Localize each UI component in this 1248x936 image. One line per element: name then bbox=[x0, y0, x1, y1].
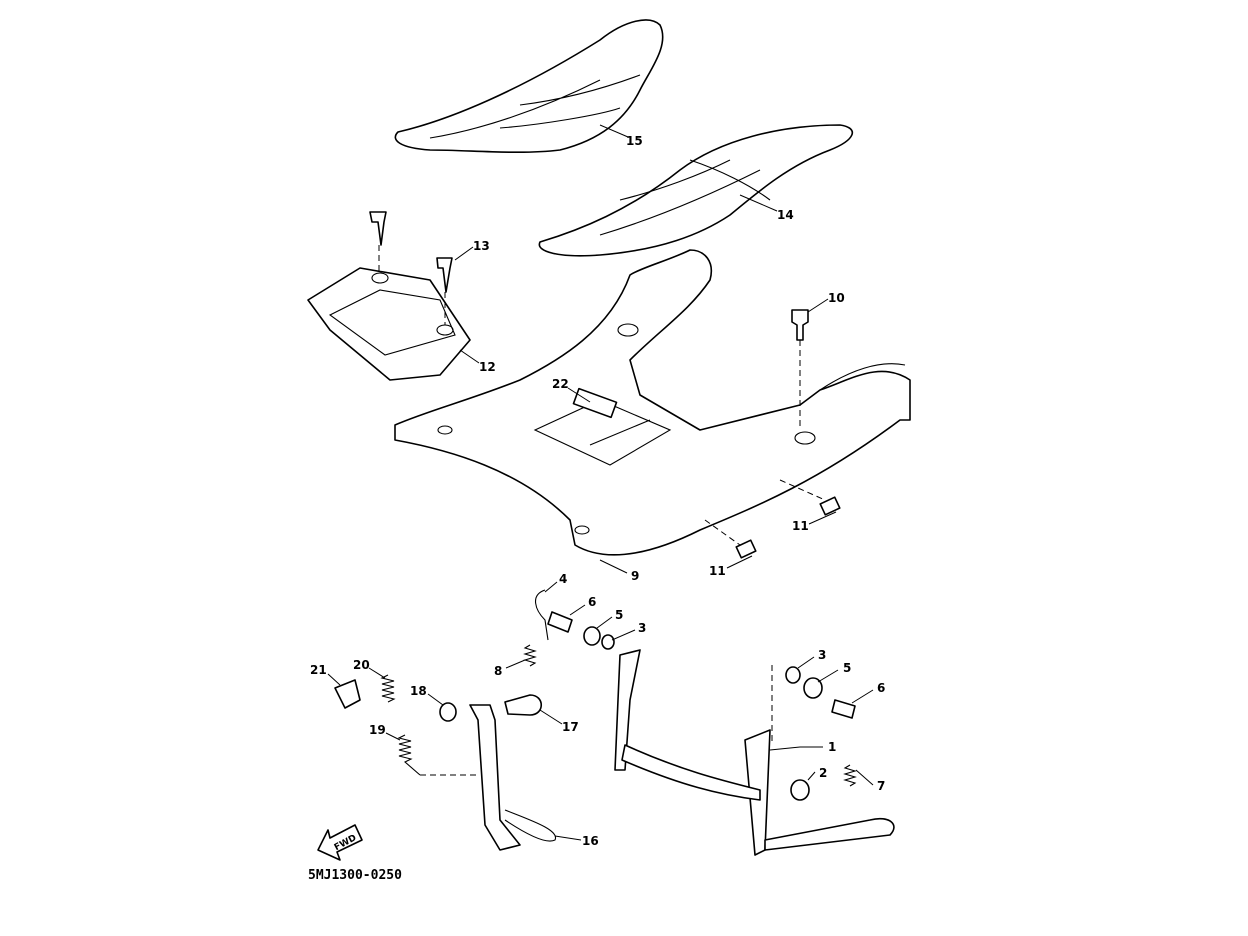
callout-18: 18 bbox=[410, 684, 427, 698]
callout-10: 10 bbox=[828, 291, 845, 305]
callout-12: 12 bbox=[479, 360, 496, 374]
callout-6: 6 bbox=[877, 681, 885, 695]
part-3-washer bbox=[601, 634, 615, 650]
callout-2: 2 bbox=[819, 766, 827, 780]
callout-8: 8 bbox=[494, 664, 502, 678]
callout-3: 3 bbox=[818, 648, 826, 662]
part-20-spring bbox=[380, 674, 396, 703]
callout-9: 9 bbox=[631, 569, 639, 583]
callout-4: 4 bbox=[559, 572, 567, 586]
part-2-rubber bbox=[790, 779, 810, 801]
part-6-bolt bbox=[547, 611, 573, 633]
part-7-spring bbox=[843, 764, 857, 787]
callout-19: 19 bbox=[369, 723, 386, 737]
part-14-mat bbox=[538, 124, 854, 257]
part-17-bolt bbox=[504, 694, 543, 716]
small-parts bbox=[334, 589, 615, 851]
part-1-mainstand bbox=[614, 649, 895, 856]
part-11-nut bbox=[819, 496, 841, 516]
fwd-arrow-icon: FWD bbox=[317, 824, 363, 861]
part-5-collar bbox=[583, 626, 601, 646]
part-12-panel bbox=[307, 267, 471, 381]
part-4-clip bbox=[535, 589, 549, 641]
callout-14: 14 bbox=[777, 208, 794, 222]
part-18-nut bbox=[439, 702, 457, 722]
callout-15: 15 bbox=[626, 134, 643, 148]
part-10-bolt bbox=[791, 309, 809, 430]
part-9-frame bbox=[394, 249, 911, 556]
part-16-sidestand bbox=[469, 704, 521, 851]
callout-22: 22 bbox=[552, 377, 569, 391]
callout-21: 21 bbox=[310, 663, 327, 677]
callout-11: 11 bbox=[709, 564, 726, 578]
callout-5: 5 bbox=[843, 661, 851, 675]
callout-13: 13 bbox=[473, 239, 490, 253]
diagram-code: 5MJ1300-0250 bbox=[308, 868, 402, 883]
callout-7: 7 bbox=[877, 779, 885, 793]
callout-16: 16 bbox=[582, 834, 599, 848]
part-21-bracket bbox=[334, 679, 361, 709]
part-15-mat bbox=[394, 19, 664, 154]
callout-6: 6 bbox=[588, 595, 596, 609]
callout-17: 17 bbox=[562, 720, 579, 734]
callout-11: 11 bbox=[792, 519, 809, 533]
callout-3: 3 bbox=[638, 621, 646, 635]
part-11-nut bbox=[735, 539, 757, 559]
part-8-spring bbox=[523, 644, 537, 667]
part-19-spring bbox=[397, 734, 421, 776]
leader-lines bbox=[327, 124, 874, 841]
part-13-screws bbox=[369, 211, 453, 325]
callout-1: 1 bbox=[828, 740, 836, 754]
callout-5: 5 bbox=[615, 608, 623, 622]
callout-20: 20 bbox=[353, 658, 370, 672]
